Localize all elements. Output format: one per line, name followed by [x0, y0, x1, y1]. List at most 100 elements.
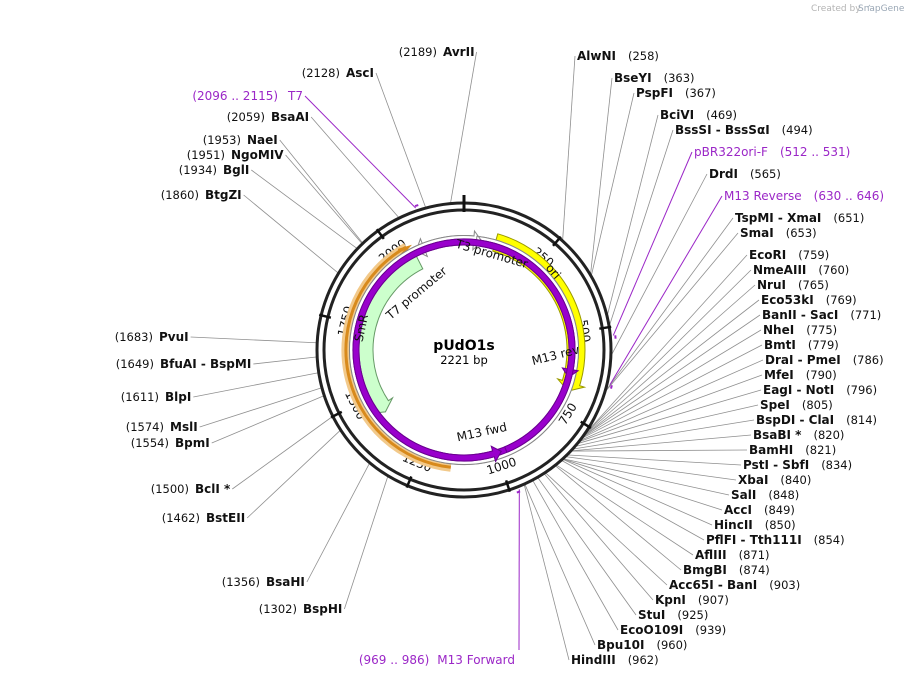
leader-line-left-9	[193, 372, 318, 398]
enzyme-position: (848)	[768, 488, 799, 502]
leader-line-right-19	[574, 419, 755, 450]
leader-line-right-17	[578, 389, 762, 444]
leader-line-left-1	[375, 72, 426, 208]
enzyme-position: (1356)	[222, 575, 260, 589]
enzyme-name: BfuAI - BspMI	[160, 357, 251, 371]
enzyme-position: (1953)	[203, 133, 241, 147]
enzyme-position: (834)	[821, 458, 852, 472]
enzyme-name: BsaAI	[271, 110, 309, 124]
enzyme-name: HincII	[714, 518, 753, 532]
leader-line-right-5	[611, 173, 708, 355]
snapgene-logo-icon: ᐟ	[867, 4, 871, 14]
enzyme-position: (796)	[846, 383, 877, 397]
feature-arrows	[341, 229, 587, 472]
enzyme-position: (1860)	[161, 188, 199, 202]
enzyme-position: (2189)	[399, 45, 437, 59]
primer-range: (630 .. 646)	[814, 189, 884, 203]
enzyme-position: (925)	[677, 608, 708, 622]
enzyme-name: BspHI	[303, 602, 342, 616]
enzyme-name: NaeI	[247, 133, 278, 147]
enzyme-position: (907)	[698, 593, 729, 607]
plasmid-backbone	[315, 195, 613, 499]
enzyme-position: (849)	[764, 503, 795, 517]
enzyme-name: BmtI	[764, 338, 796, 352]
leader-line-left-2	[310, 116, 399, 218]
feature-label-M13-fwd: M13 fwd	[455, 420, 508, 444]
enzyme-name: AccI	[724, 503, 752, 517]
leader-line-right-26	[563, 459, 713, 526]
primer-range: (512 .. 531)	[780, 145, 850, 159]
feature-label-SmR: SmR	[352, 313, 371, 343]
enzyme-name: DrdI	[709, 167, 738, 181]
leader-line-right-33	[532, 480, 619, 631]
enzyme-name: PspFI	[636, 86, 673, 100]
enzyme-position: (903)	[769, 578, 800, 592]
enzyme-name: BanII - SacI	[762, 308, 838, 322]
enzyme-name: PvuI	[159, 330, 189, 344]
enzyme-name: StuI	[638, 608, 665, 622]
tick-mark-750	[580, 420, 592, 430]
primer-leader-0	[612, 151, 693, 336]
enzyme-position: (2128)	[302, 66, 340, 80]
enzyme-position: (840)	[780, 473, 811, 487]
enzyme-position: (1649)	[116, 357, 154, 371]
primer-range: (969 .. 986)	[359, 653, 429, 667]
enzyme-name: BsaHI	[266, 575, 305, 589]
leader-line-right-3	[607, 114, 659, 315]
enzyme-position: (805)	[802, 398, 833, 412]
leader-line-right-31	[544, 473, 654, 601]
enzyme-name: BsaBI *	[753, 428, 802, 442]
plasmid-length: 2221 bp	[440, 353, 488, 367]
enzyme-name: AscI	[346, 66, 374, 80]
enzyme-position: (786)	[853, 353, 884, 367]
enzyme-name: NheI	[763, 323, 794, 337]
feature-M13-fwd	[352, 238, 576, 463]
enzyme-position: (1683)	[115, 330, 153, 344]
enzyme-position: (367)	[685, 86, 716, 100]
leader-line-right-15	[581, 359, 764, 441]
leader-line-right-22	[568, 454, 742, 466]
tick-mark-1250	[405, 475, 413, 489]
leader-line-right-27	[562, 460, 705, 541]
feature-orange-region	[344, 245, 451, 469]
enzyme-position: (1462)	[162, 511, 200, 525]
enzyme-name: BtgZI	[205, 188, 242, 202]
leader-line-left-4	[285, 154, 362, 244]
leader-line-right-28	[556, 464, 694, 556]
leader-line-right-9	[587, 269, 752, 432]
enzyme-position: (960)	[656, 638, 687, 652]
leader-line-right-11	[585, 299, 760, 435]
leader-line-left-15	[344, 476, 389, 610]
enzyme-name: KpnI	[655, 593, 686, 607]
enzyme-position: (651)	[833, 211, 864, 225]
leader-line-right-12	[585, 314, 761, 436]
primer-name: T7	[287, 89, 303, 103]
enzyme-position: (565)	[750, 167, 781, 181]
leader-line-right-16	[580, 374, 763, 442]
enzyme-position: (363)	[664, 71, 695, 85]
credit-brand: SnapGene	[858, 4, 905, 14]
leader-line-right-7	[606, 232, 739, 391]
leader-line-left-11	[211, 395, 324, 444]
enzyme-name: BssSI - BssSαI	[675, 123, 770, 137]
enzyme-position: (1934)	[179, 163, 217, 177]
enzyme-name: BamHI	[749, 443, 793, 457]
enzyme-name: HindIII	[571, 653, 616, 667]
leader-line-left-7	[190, 336, 317, 344]
enzyme-name: TspMI - XmaI	[735, 211, 821, 225]
enzyme-name: BciVI	[660, 108, 694, 122]
leader-line-right-8	[587, 254, 748, 431]
enzyme-name: Acc65I - BanI	[669, 578, 757, 592]
enzyme-name: BlpI	[165, 390, 191, 404]
enzyme-position: (779)	[808, 338, 839, 352]
enzyme-name: BstEII	[206, 511, 245, 525]
leader-line-left-6	[243, 194, 339, 274]
enzyme-name: Eco53kI	[761, 293, 814, 307]
leader-line-right-20	[572, 434, 752, 452]
enzyme-name: EcoO109I	[620, 623, 683, 637]
enzyme-position: (874)	[739, 563, 770, 577]
leader-line-left-0	[450, 51, 477, 203]
enzyme-name: Bpu10I	[597, 638, 644, 652]
enzyme-name: NruI	[757, 278, 786, 292]
